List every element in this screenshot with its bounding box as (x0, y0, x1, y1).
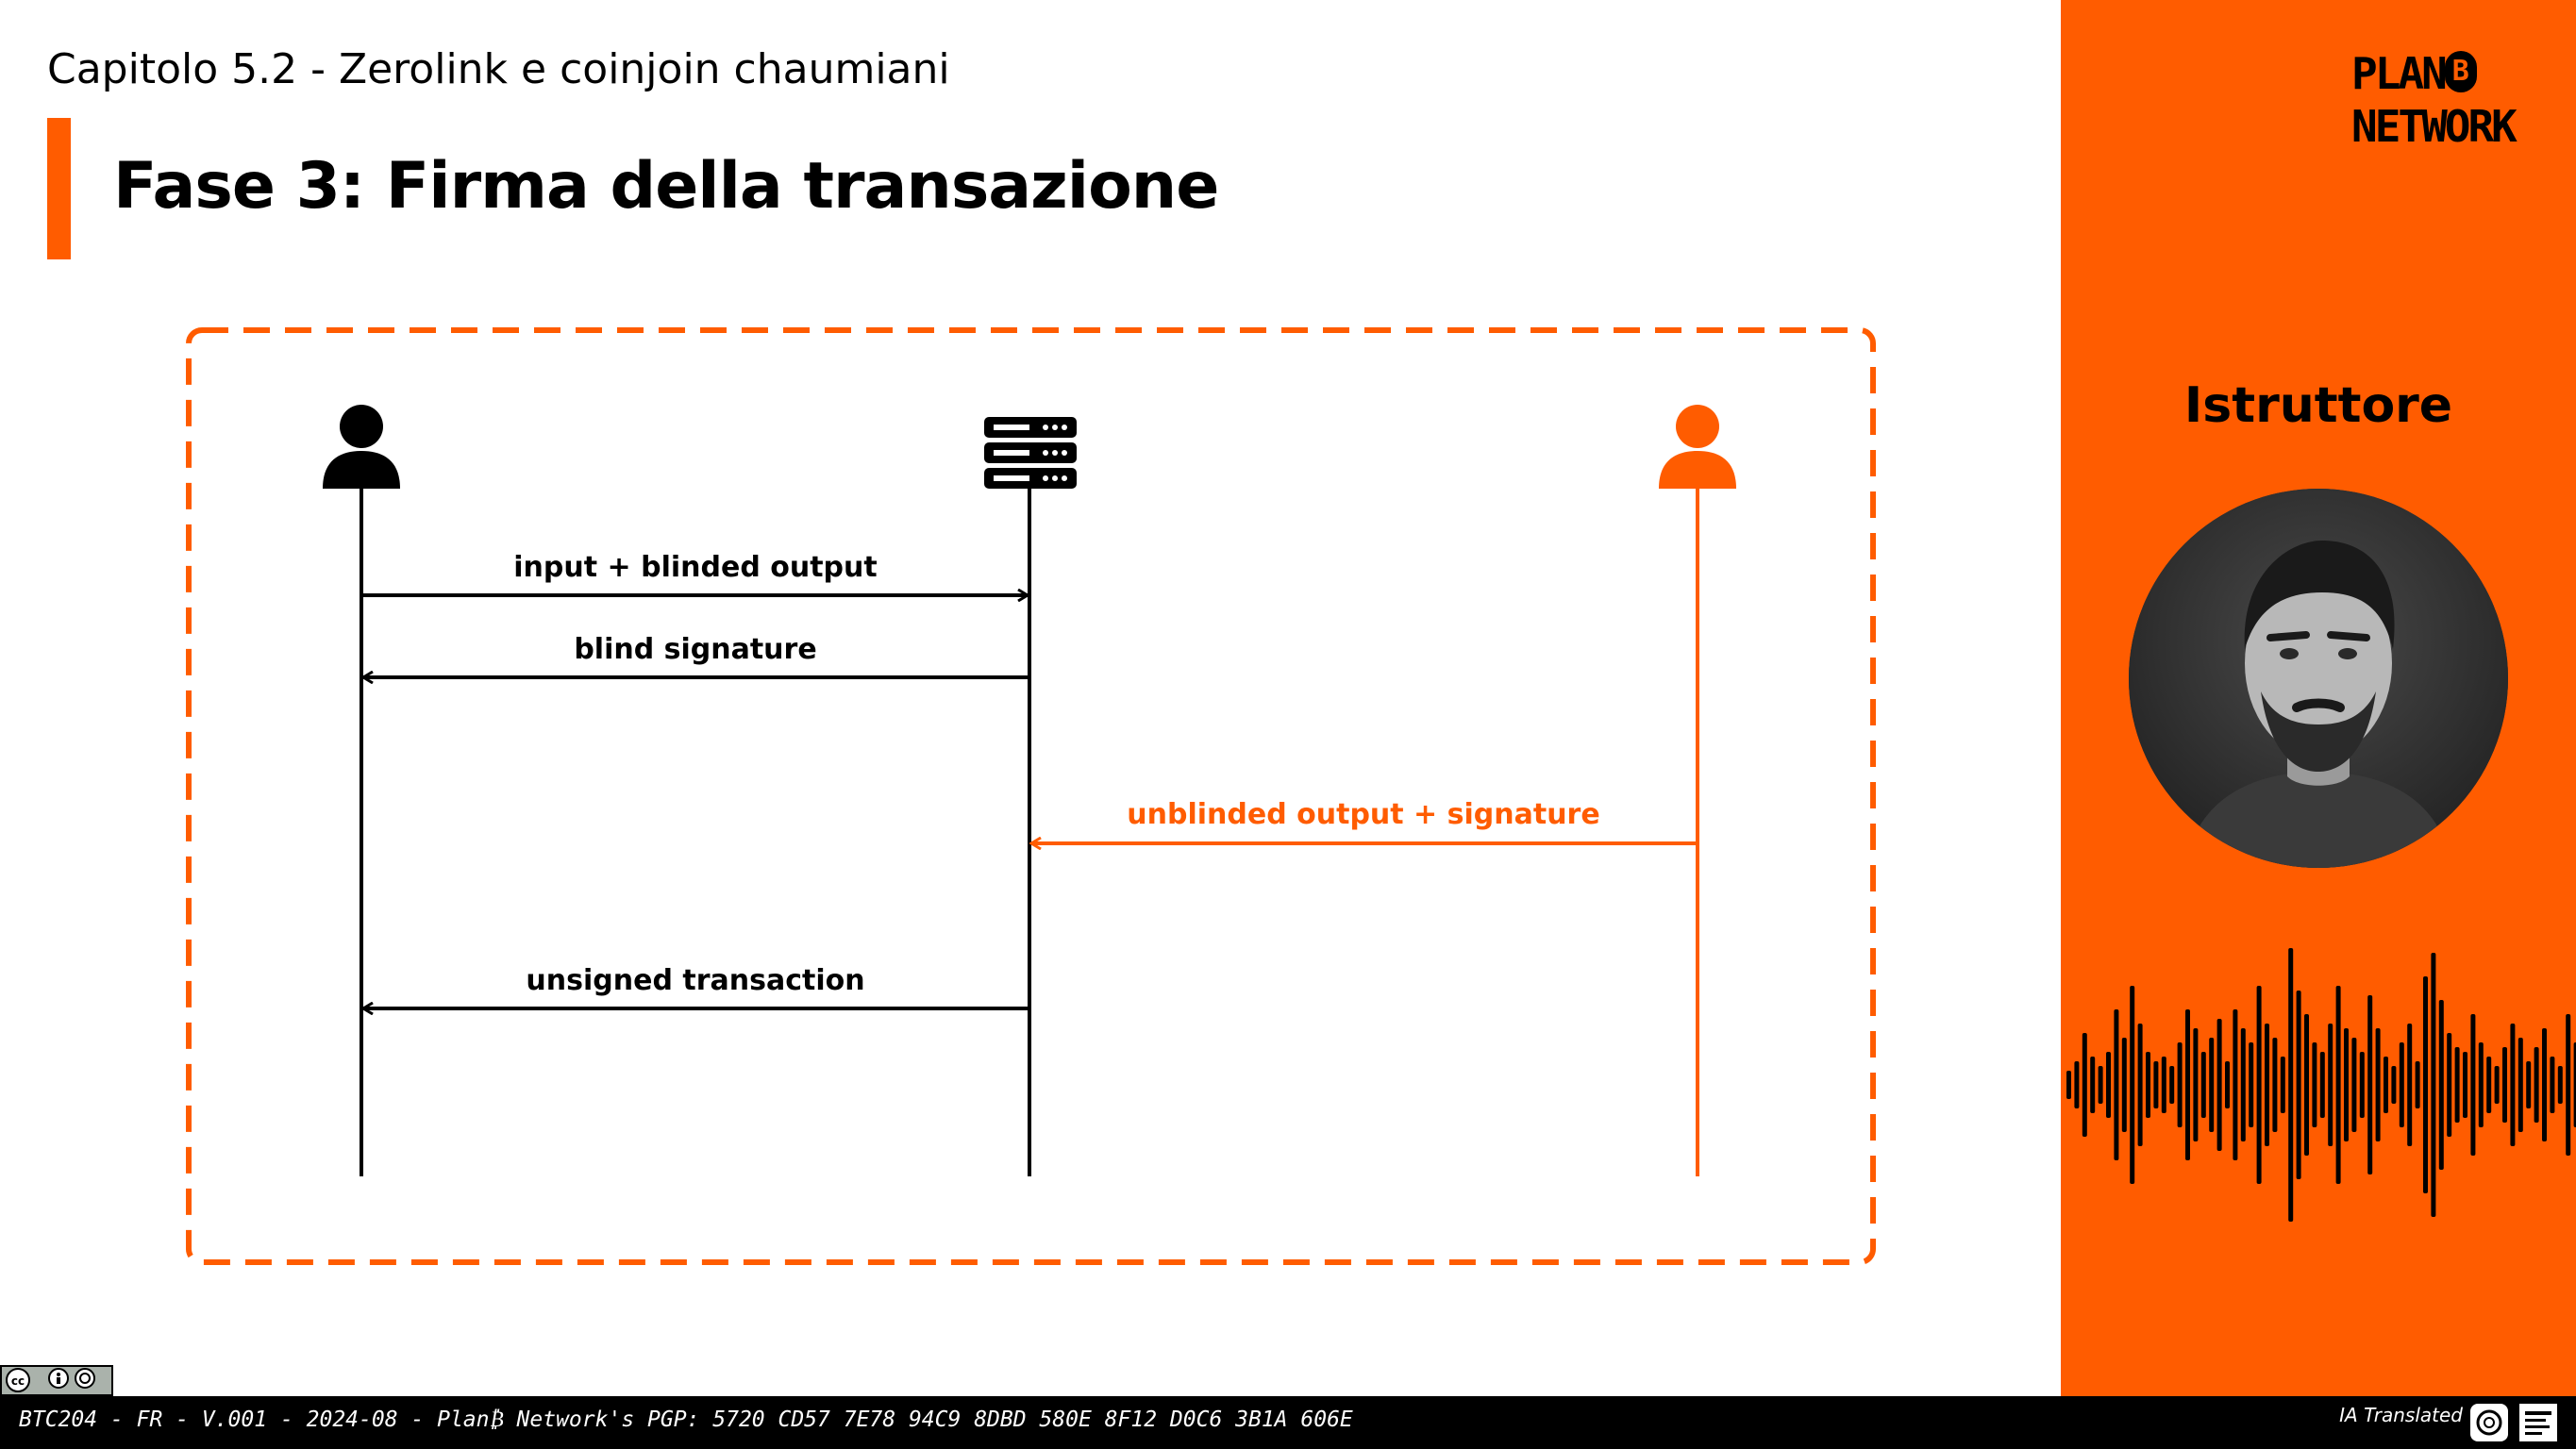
waveform-bar (2328, 1024, 2333, 1146)
svg-text:cc: cc (11, 1374, 25, 1388)
waveform-bar (2526, 1061, 2532, 1108)
waveform-bar (2098, 1066, 2103, 1104)
logo-line-2: NETWORK (2351, 101, 2517, 152)
waveform-bar (2344, 1028, 2349, 1141)
waveform-bar (2121, 1038, 2127, 1132)
waveform-bar (2407, 1024, 2413, 1146)
server-icon (984, 417, 1077, 489)
waveform-bar (2359, 1052, 2365, 1118)
waveform-bar (2137, 1024, 2143, 1146)
waveform-bar (2312, 1042, 2317, 1127)
waveform-bar (2114, 1009, 2119, 1160)
waveform-bar (2090, 1057, 2096, 1113)
waveform-bar (2209, 1038, 2215, 1132)
waveform-bar (2240, 1028, 2246, 1141)
waveform-bar (2185, 1009, 2190, 1160)
sequence-diagram: input + blinded output blind signature u… (186, 327, 1876, 1265)
waveform-bar (2557, 1066, 2563, 1104)
waveform-bar (2367, 995, 2373, 1174)
waveform-bar (2517, 1038, 2523, 1132)
waveform-bar (2486, 1057, 2492, 1113)
message-label-1: input + blinded output (513, 551, 877, 584)
participant-user-icon (1659, 405, 1736, 489)
ia-translated-label: IA Translated (2339, 1404, 2463, 1426)
waveform-bar (2177, 1042, 2183, 1127)
waveform-bar (2550, 1057, 2555, 1113)
waveform-bar (2454, 1047, 2460, 1123)
waveform-bar (2431, 953, 2436, 1217)
instructor-label: Istruttore (2183, 377, 2453, 434)
waveform-bar (2200, 1052, 2206, 1118)
message-label-2: blind signature (574, 633, 816, 666)
waveform-bar (2351, 1038, 2357, 1132)
waveform-bar (2438, 1000, 2444, 1170)
waveform-bar (2375, 1028, 2381, 1141)
footer-bar: BTC204 - FR - V.001 - 2024-08 - Plan₿ Ne… (0, 1396, 2576, 1449)
message-label-3: unblinded output + signature (1127, 798, 1599, 831)
waveform-bar (2470, 1014, 2476, 1156)
cc-by-sa-license-icon: cc (0, 1365, 113, 1396)
waveform-bar (2288, 948, 2294, 1222)
waveform-bar (2130, 986, 2135, 1184)
waveform-bar (2319, 1052, 2325, 1118)
waveform-bar (2510, 1024, 2516, 1146)
waveform-bar (2153, 1061, 2159, 1108)
translation-tool-icon (2519, 1404, 2557, 1441)
waveform-bar (2415, 1061, 2420, 1108)
waveform-bar (2335, 986, 2341, 1184)
ai-logo-icon (2470, 1404, 2508, 1441)
waveform-bar (2494, 1066, 2500, 1104)
waveform-bar (2573, 1042, 2576, 1127)
waveform-bar (2423, 976, 2428, 1193)
waveform-bar (2193, 1028, 2199, 1141)
waveform-bar (2216, 1019, 2222, 1151)
waveform-bar (2249, 1042, 2254, 1127)
waveform-bar (2478, 1042, 2484, 1127)
waveform-bar (2280, 1057, 2285, 1113)
waveform-bar (2225, 1061, 2230, 1108)
slide-title: Fase 3: Firma della transazione (113, 149, 1219, 224)
waveform-bar (2566, 1014, 2571, 1156)
waveform-bar (2463, 1052, 2467, 1118)
diagram-frame (186, 327, 1876, 1265)
waveform-bar (2074, 1061, 2080, 1108)
message-label-4: unsigned transaction (526, 964, 864, 997)
chapter-title: Capitolo 5.2 - Zerolink e coinjoin chaum… (47, 45, 950, 93)
waveform-bar (2296, 991, 2301, 1179)
waveform-bar (2384, 1057, 2388, 1113)
user-icon (323, 405, 400, 489)
waveform-bar (2256, 986, 2262, 1184)
waveform-bar (2233, 1009, 2238, 1160)
title-accent-bar (47, 118, 71, 259)
waveform-bar (2265, 1024, 2269, 1146)
waveform-bar (2534, 1047, 2539, 1123)
waveform-bar (2304, 1014, 2309, 1156)
waveform-bar (2447, 1033, 2452, 1137)
audio-waveform (2066, 948, 2576, 1222)
waveform-bar (2161, 1057, 2166, 1113)
waveform-bar (2106, 1052, 2111, 1118)
waveform-bar (2502, 1047, 2507, 1123)
waveform-bar (2272, 1038, 2278, 1132)
waveform-bar (2391, 1066, 2397, 1104)
waveform-bar (2146, 1052, 2150, 1118)
waveform-bar (2399, 1042, 2404, 1127)
bitcoin-b-icon: B (2444, 51, 2477, 92)
waveform-bar (2169, 1066, 2175, 1104)
footer-version-text: BTC204 - FR - V.001 - 2024-08 - Plan₿ Ne… (19, 1407, 1353, 1432)
instructor-avatar (2129, 489, 2508, 868)
waveform-bar (2542, 1028, 2547, 1141)
waveform-bar (2082, 1033, 2087, 1137)
waveform-bar (2066, 1071, 2071, 1099)
